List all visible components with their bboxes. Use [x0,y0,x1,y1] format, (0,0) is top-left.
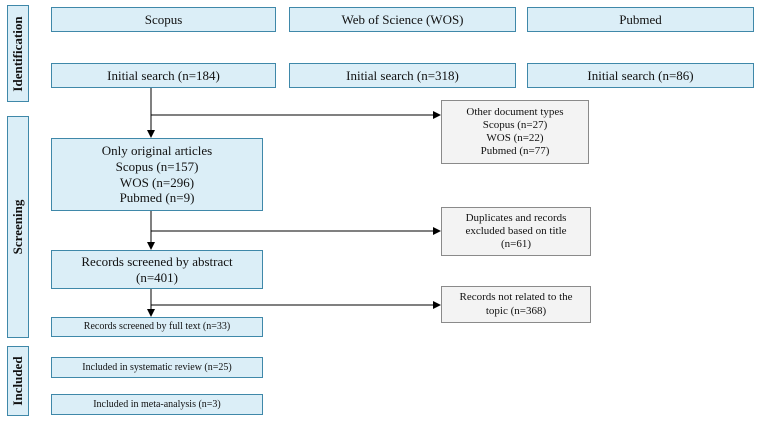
initial-search-pubmed: Initial search (n=86) [527,63,754,88]
screened-by-abstract: Records screened by abstract (n=401) [51,250,263,289]
excluded-other-document-types: Other document types Scopus (n=27) WOS (… [441,100,589,164]
screened-by-full-text: Records screened by full text (n=33) [51,317,263,337]
phase-identification: Identification [7,5,29,102]
excluded-duplicates: Duplicates and records excluded based on… [441,207,591,256]
phase-included: Included [7,346,29,416]
included-meta-analysis: Included in meta-analysis (n=3) [51,394,263,415]
database-scopus: Scopus [51,7,276,32]
database-wos: Web of Science (WOS) [289,7,516,32]
initial-search-wos: Initial search (n=318) [289,63,516,88]
original-articles-box: Only original articles Scopus (n=157) WO… [51,138,263,211]
initial-search-scopus: Initial search (n=184) [51,63,276,88]
database-pubmed: Pubmed [527,7,754,32]
included-systematic-review: Included in systematic review (n=25) [51,357,263,378]
excluded-not-related: Records not related to the topic (n=368) [441,286,591,323]
phase-screening: Screening [7,116,29,338]
